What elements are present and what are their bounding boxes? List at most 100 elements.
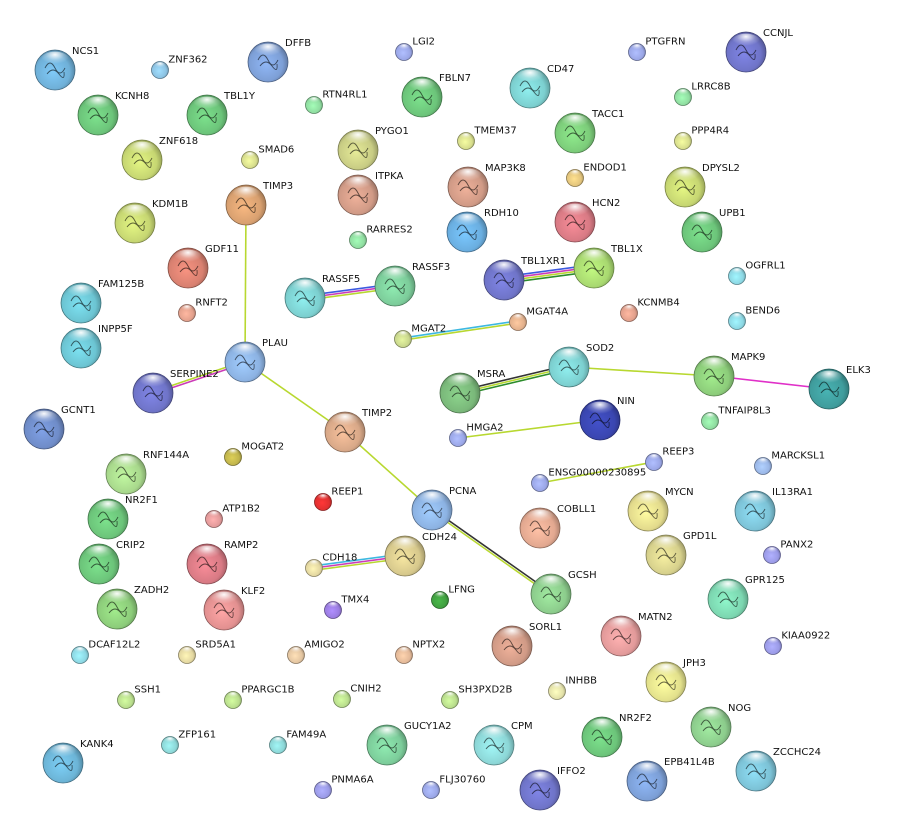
node-gucy1a2[interactable]: GUCY1A2 xyxy=(366,721,452,766)
node-lgi2[interactable]: LGI2 xyxy=(395,37,436,61)
node-cobll1[interactable]: COBLL1 xyxy=(519,504,596,549)
node-ensg00000230895[interactable]: ENSG00000230895 xyxy=(531,468,647,492)
node-msra[interactable]: MSRA xyxy=(439,369,506,414)
node-rtn4rl1[interactable]: RTN4RL1 xyxy=(305,90,368,114)
node-marcksl1[interactable]: MARCKSL1 xyxy=(754,451,826,475)
node-pygo1[interactable]: PYGO1 xyxy=(337,126,409,171)
node-ssh1[interactable]: SSH1 xyxy=(117,685,161,709)
node-rarres2[interactable]: RARRES2 xyxy=(349,225,413,249)
node-dcaf12l2[interactable]: DCAF12L2 xyxy=(71,640,141,664)
node-gcnt1[interactable]: GCNT1 xyxy=(23,405,96,450)
node-nog[interactable]: NOG xyxy=(690,703,751,748)
node-matn2[interactable]: MATN2 xyxy=(600,612,673,657)
node-hcn2[interactable]: HCN2 xyxy=(554,198,620,243)
node-plau[interactable]: PLAU xyxy=(224,338,288,383)
node-sod2[interactable]: SOD2 xyxy=(548,343,614,388)
node-tmem37[interactable]: TMEM37 xyxy=(457,126,517,150)
node-crip2[interactable]: CRIP2 xyxy=(78,540,145,585)
node-cdh24[interactable]: CDH24 xyxy=(384,532,457,577)
node-klf2[interactable]: KLF2 xyxy=(203,586,265,631)
node-hmga2[interactable]: HMGA2 xyxy=(449,423,504,447)
node-lrrc8b[interactable]: LRRC8B xyxy=(674,82,731,106)
node-zfp161[interactable]: ZFP161 xyxy=(161,730,217,754)
node-pcna[interactable]: PCNA xyxy=(411,486,476,531)
node-ogfrl1[interactable]: OGFRL1 xyxy=(728,261,786,285)
node-itpka[interactable]: ITPKA xyxy=(337,171,403,216)
node-smad6[interactable]: SMAD6 xyxy=(241,145,295,169)
node-cd47[interactable]: CD47 xyxy=(509,64,574,109)
node-nptx2[interactable]: NPTX2 xyxy=(395,640,446,664)
node-iffo2[interactable]: IFFO2 xyxy=(519,766,586,811)
node-timp3[interactable]: TIMP3 xyxy=(225,181,293,226)
node-ptgfrn[interactable]: PTGFRN xyxy=(628,37,686,61)
node-cdh18[interactable]: CDH18 xyxy=(305,553,358,577)
node-rnf144a[interactable]: RNF144A xyxy=(105,450,189,495)
node-ncs1[interactable]: NCS1 xyxy=(34,46,99,91)
node-pnma6a[interactable]: PNMA6A xyxy=(314,775,374,799)
node-atp1b2[interactable]: ATP1B2 xyxy=(205,504,261,528)
node-sorl1[interactable]: SORL1 xyxy=(491,622,562,667)
node-rassf3[interactable]: RASSF3 xyxy=(374,262,450,307)
node-mogat2[interactable]: MOGAT2 xyxy=(224,442,285,466)
node-mgat2[interactable]: MGAT2 xyxy=(394,324,447,348)
node-amigo2[interactable]: AMIGO2 xyxy=(287,640,345,664)
node-jph3[interactable]: JPH3 xyxy=(645,658,706,703)
node-zcchc24[interactable]: ZCCHC24 xyxy=(735,747,821,792)
node-ppp4r4[interactable]: PPP4R4 xyxy=(674,126,730,150)
node-kcnh8[interactable]: KCNH8 xyxy=(77,91,149,136)
node-kcnmb4[interactable]: KCNMB4 xyxy=(620,298,680,322)
node-kdm1b[interactable]: KDM1B xyxy=(114,199,188,244)
node-inpp5f[interactable]: INPP5F xyxy=(60,324,133,369)
node-kiaa0922[interactable]: KIAA0922 xyxy=(764,631,831,655)
node-reep3[interactable]: REEP3 xyxy=(645,447,695,471)
node-gpd1l[interactable]: GPD1L xyxy=(645,531,717,576)
node-gdf11[interactable]: GDF11 xyxy=(167,244,239,289)
node-fam125b[interactable]: FAM125B xyxy=(60,279,144,324)
node-map3k8[interactable]: MAP3K8 xyxy=(447,163,526,208)
node-panx2[interactable]: PANX2 xyxy=(763,540,814,564)
node-tacc1[interactable]: TACC1 xyxy=(554,109,624,154)
node-mapk9[interactable]: MAPK9 xyxy=(693,352,765,397)
node-znf362[interactable]: ZNF362 xyxy=(151,55,208,79)
node-ccnjl[interactable]: CCNJL xyxy=(725,28,793,73)
node-timp2[interactable]: TIMP2 xyxy=(324,408,392,453)
node-upb1[interactable]: UPB1 xyxy=(681,208,746,253)
node-gcsh[interactable]: GCSH xyxy=(530,570,597,615)
node-dpysl2[interactable]: DPYSL2 xyxy=(664,163,740,208)
node-inhbb[interactable]: INHBB xyxy=(548,676,598,700)
node-il13ra1[interactable]: IL13RA1 xyxy=(734,487,813,532)
node-ppargc1b[interactable]: PPARGC1B xyxy=(224,685,295,709)
node-nin[interactable]: NIN xyxy=(579,396,635,441)
node-zadh2[interactable]: ZADH2 xyxy=(96,585,169,630)
node-cnih2[interactable]: CNIH2 xyxy=(333,684,382,708)
node-gpr125[interactable]: GPR125 xyxy=(707,575,785,620)
node-serpine2[interactable]: SERPINE2 xyxy=(132,369,219,414)
node-dffb[interactable]: DFFB xyxy=(247,38,311,83)
node-rassf5[interactable]: RASSF5 xyxy=(284,274,360,319)
node-lfng[interactable]: LFNG xyxy=(431,585,475,609)
node-flj30760[interactable]: FLJ30760 xyxy=(422,775,486,799)
node-tbl1xr1[interactable]: TBL1XR1 xyxy=(483,256,566,301)
node-kank4[interactable]: KANK4 xyxy=(42,739,114,784)
node-fam49a[interactable]: FAM49A xyxy=(269,730,327,754)
node-tbl1x[interactable]: TBL1X xyxy=(573,244,643,289)
node-mycn[interactable]: MYCN xyxy=(627,487,694,532)
node-tmx4[interactable]: TMX4 xyxy=(324,595,370,619)
node-nr2f1[interactable]: NR2F1 xyxy=(87,495,158,540)
node-reep1[interactable]: REEP1 xyxy=(314,487,364,511)
node-rnft2[interactable]: RNFT2 xyxy=(178,298,228,322)
node-cpm[interactable]: CPM xyxy=(473,721,533,766)
node-tnfaip8l3[interactable]: TNFAIP8L3 xyxy=(701,406,771,430)
node-fbln7[interactable]: FBLN7 xyxy=(401,73,471,118)
node-ramp2[interactable]: RAMP2 xyxy=(186,540,258,585)
node-mgat4a[interactable]: MGAT4A xyxy=(509,307,569,331)
node-endod1[interactable]: ENDOD1 xyxy=(566,163,627,187)
node-elk3[interactable]: ELK3 xyxy=(808,365,871,410)
node-epb41l4b[interactable]: EPB41L4B xyxy=(626,757,715,802)
node-znf618[interactable]: ZNF618 xyxy=(121,136,198,181)
node-sh3pxd2b[interactable]: SH3PXD2B xyxy=(441,685,513,709)
node-nr2f2[interactable]: NR2F2 xyxy=(581,713,652,758)
node-srd5a1[interactable]: SRD5A1 xyxy=(178,640,236,664)
node-rdh10[interactable]: RDH10 xyxy=(446,208,519,253)
node-tbl1y[interactable]: TBL1Y xyxy=(186,91,256,136)
